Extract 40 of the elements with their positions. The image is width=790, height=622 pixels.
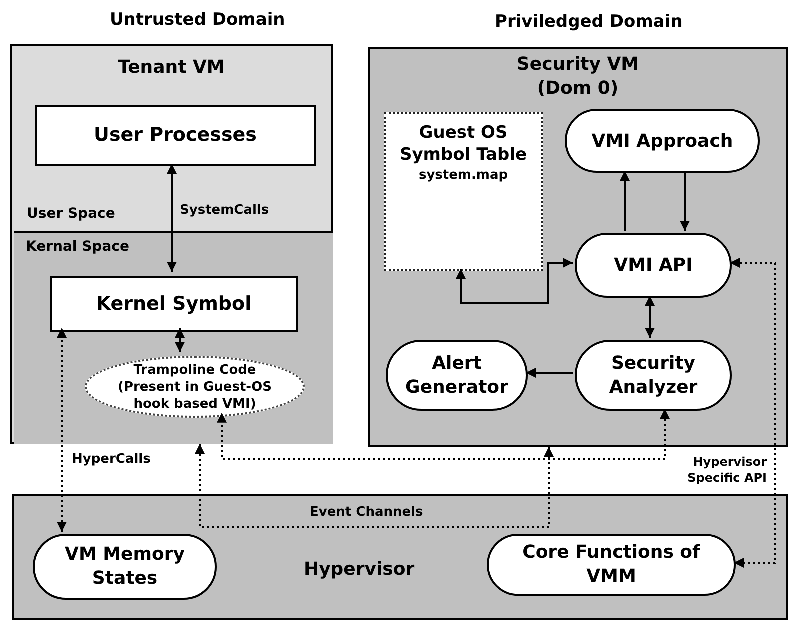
- edge-label: HyperCalls: [72, 451, 151, 469]
- arrow: [645, 296, 655, 338]
- node-text: Alert Generator: [404, 352, 510, 400]
- dotted-arrow: [730, 258, 776, 568]
- node-text: Trampoline Code (Present in Guest-OS hook based VMI): [117, 362, 273, 412]
- arrow: [456, 258, 573, 304]
- edge-label: SystemCalls: [180, 202, 270, 220]
- arrow: [167, 164, 177, 272]
- column-heading: Priviledged Domain: [495, 11, 683, 34]
- arrow: [175, 328, 185, 352]
- node-text: Hypervisor: [304, 559, 415, 580]
- column-heading: Untrusted Domain: [110, 9, 286, 32]
- node-text: VMI API: [614, 254, 693, 278]
- table-box: [384, 112, 543, 271]
- process-box: [35, 105, 316, 166]
- dotted-arrow: [57, 328, 67, 532]
- node-text: VM Memory States: [64, 543, 186, 591]
- arrow: [620, 171, 630, 231]
- vm-panel: [10, 44, 333, 444]
- node-subtext: system.map: [418, 167, 508, 185]
- arrow: [680, 171, 690, 231]
- process-box: [50, 276, 298, 332]
- node-text: Guest OS Symbol Table: [398, 122, 528, 166]
- dotted-arrow: [217, 409, 670, 460]
- space-band: [14, 231, 333, 444]
- vm-panel: [368, 47, 788, 447]
- node-text: Kernal Space: [26, 238, 130, 257]
- node-text: Security Analyzer: [608, 352, 699, 400]
- edge-label: Hypervisor Specific API: [686, 454, 767, 486]
- dotted-arrow: [195, 444, 554, 528]
- node-text: Kernel Symbol: [96, 292, 252, 317]
- node-text: Core Functions of VMM: [522, 541, 702, 589]
- region-label: User Space: [27, 205, 116, 224]
- node-text: Tenant VM: [118, 56, 225, 80]
- node-text: VMI Approach: [592, 130, 734, 154]
- arrow: [526, 368, 573, 378]
- node-text: User Processes: [94, 123, 257, 148]
- edge-label: Event Channels: [310, 504, 424, 522]
- node-text: Security VM (Dom 0): [516, 53, 640, 101]
- hypervisor-band: [12, 494, 788, 620]
